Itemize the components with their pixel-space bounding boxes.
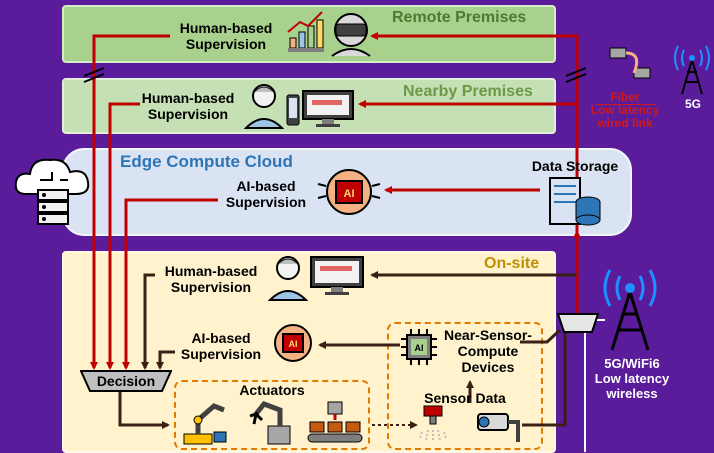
fiber-cable-icon — [609, 47, 651, 79]
gateway-icon — [556, 313, 600, 333]
remote-premises-label: Remote Premises — [392, 9, 527, 26]
ai-brain-icon: AI — [317, 169, 381, 215]
onsite-person-icon — [268, 256, 308, 301]
conveyor-icon — [307, 401, 363, 443]
svg-text:AI: AI — [289, 339, 298, 349]
wifi6-tower-icon — [603, 269, 657, 351]
fiber-latency-label: Low latency — [590, 103, 660, 117]
sprinkler-sensor-icon — [419, 405, 447, 442]
fiber-label: Fiber — [610, 90, 640, 104]
cloud-server-icon — [14, 158, 90, 225]
gripper-arm-icon — [249, 401, 291, 445]
actuators-group — [174, 380, 370, 450]
camera-sensor-icon — [477, 413, 520, 442]
edge-compute-cloud-label: Edge Compute Cloud — [120, 152, 293, 171]
svg-text:AI: AI — [344, 188, 355, 200]
database-icon — [549, 177, 601, 226]
wireless-word-label: wireless — [606, 386, 658, 401]
nearby-premises-label: Nearby Premises — [403, 83, 533, 100]
person-icon — [244, 84, 284, 129]
wireless-tech-label: 5G/WiFi6 — [604, 356, 660, 371]
onsite-ai-brain-icon: AI — [274, 324, 312, 362]
ai-chip-icon: AI — [401, 329, 437, 365]
remote-supervision-label: Human-based Supervision — [179, 20, 273, 52]
nearby-supervision-label: Human-based Supervision — [141, 90, 235, 122]
wireless-latency-label: Low latency — [594, 371, 670, 386]
vr-headset-person-icon — [331, 13, 371, 57]
fiber-link-label: wired link — [597, 116, 653, 130]
data-storage-label: Data Storage — [531, 158, 619, 174]
decision-block: Decision — [80, 370, 172, 392]
fiveg-label: 5G — [684, 97, 701, 111]
on-site-label: On-site — [484, 255, 540, 272]
smartphone-icon — [286, 94, 300, 126]
svg-text:AI: AI — [415, 343, 424, 353]
near-sensor-compute-label: Near-Sensor-Compute Devices — [444, 327, 532, 375]
fiber-label-underline — [596, 104, 656, 105]
growth-chart-icon — [287, 11, 324, 52]
robot-arm-icon — [183, 403, 227, 445]
onsite-ai-supervision-label: AI-based Supervision — [180, 330, 262, 362]
onsite-human-supervision-label: Human-based Supervision — [164, 263, 258, 295]
decision-label: Decision — [96, 373, 156, 389]
5g-tower-icon — [674, 45, 710, 95]
sensor-data-label: Sensor Data — [424, 390, 506, 406]
edge-ai-supervision-label: AI-based Supervision — [225, 178, 307, 210]
monitor-icon — [302, 90, 354, 127]
onsite-monitor-icon — [310, 256, 364, 295]
actuators-label: Actuators — [239, 382, 305, 398]
